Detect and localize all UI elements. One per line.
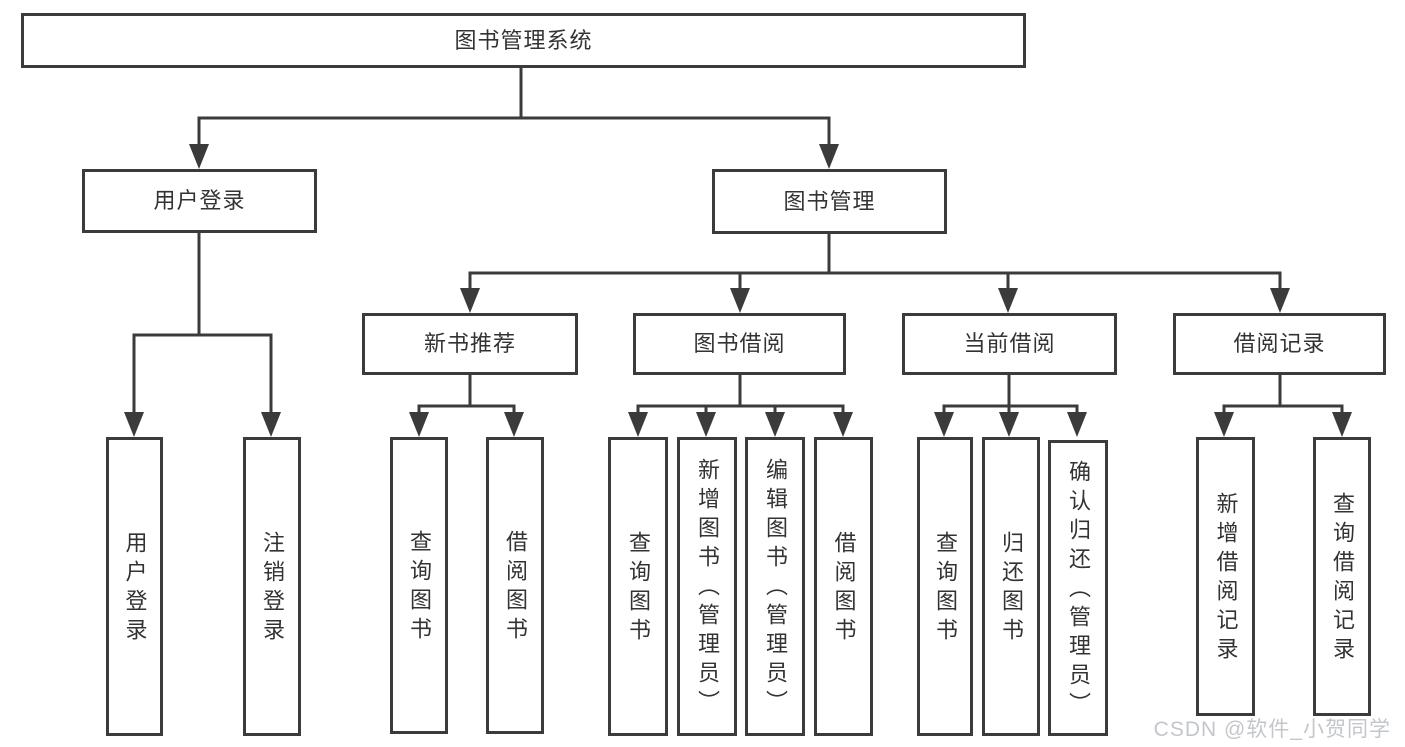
leaf-query-borrow-record: 查询借阅记录 — [1313, 437, 1371, 716]
node-current-borrowing: 当前借阅 — [902, 313, 1117, 375]
node-borrowing-records: 借阅记录 — [1173, 313, 1386, 375]
leaf-return-books: 归还图书 — [982, 437, 1040, 736]
leaf-query-books-current: 查询图书 — [917, 437, 973, 736]
leaf-query-books-recommend: 查询图书 — [390, 437, 448, 734]
node-book-borrowing: 图书借阅 — [633, 313, 846, 375]
leaf-user-login: 用户登录 — [106, 437, 163, 736]
csdn-watermark: CSDN @软件_小贺同学 — [1153, 718, 1391, 741]
leaf-borrow-books: 借阅图书 — [814, 437, 873, 736]
node-book-management-module: 图书管理 — [712, 169, 947, 234]
leaf-borrow-books-recommend: 借阅图书 — [486, 437, 544, 734]
edge-newbook-to-leaves — [417, 375, 516, 414]
leaf-query-books-borrow: 查询图书 — [608, 437, 668, 736]
leaf-add-borrow-record: 新增借阅记录 — [1196, 437, 1255, 716]
node-user-login-module: 用户登录 — [82, 169, 317, 233]
edge-userlogin-to-leaves — [132, 233, 273, 414]
leaf-logout: 注销登录 — [243, 437, 301, 736]
leaf-add-books-admin: 新增图书（管理员） — [677, 437, 737, 736]
edge-bookborrow-to-leaves — [636, 375, 845, 414]
node-root-library-system: 图书管理系统 — [21, 13, 1026, 68]
leaf-confirm-return-admin: 确认归还（管理员） — [1048, 440, 1108, 736]
node-new-book-recommend: 新书推荐 — [362, 313, 578, 375]
edge-borrowrecord-to-leaves — [1222, 375, 1344, 414]
leaf-edit-books-admin: 编辑图书（管理员） — [745, 437, 805, 736]
arrowheads — [124, 144, 1352, 437]
edge-bookmgmt-to-level3 — [468, 234, 1282, 290]
edge-root-to-level2 — [197, 68, 831, 146]
edge-currentborrow-to-leaves — [942, 375, 1079, 414]
